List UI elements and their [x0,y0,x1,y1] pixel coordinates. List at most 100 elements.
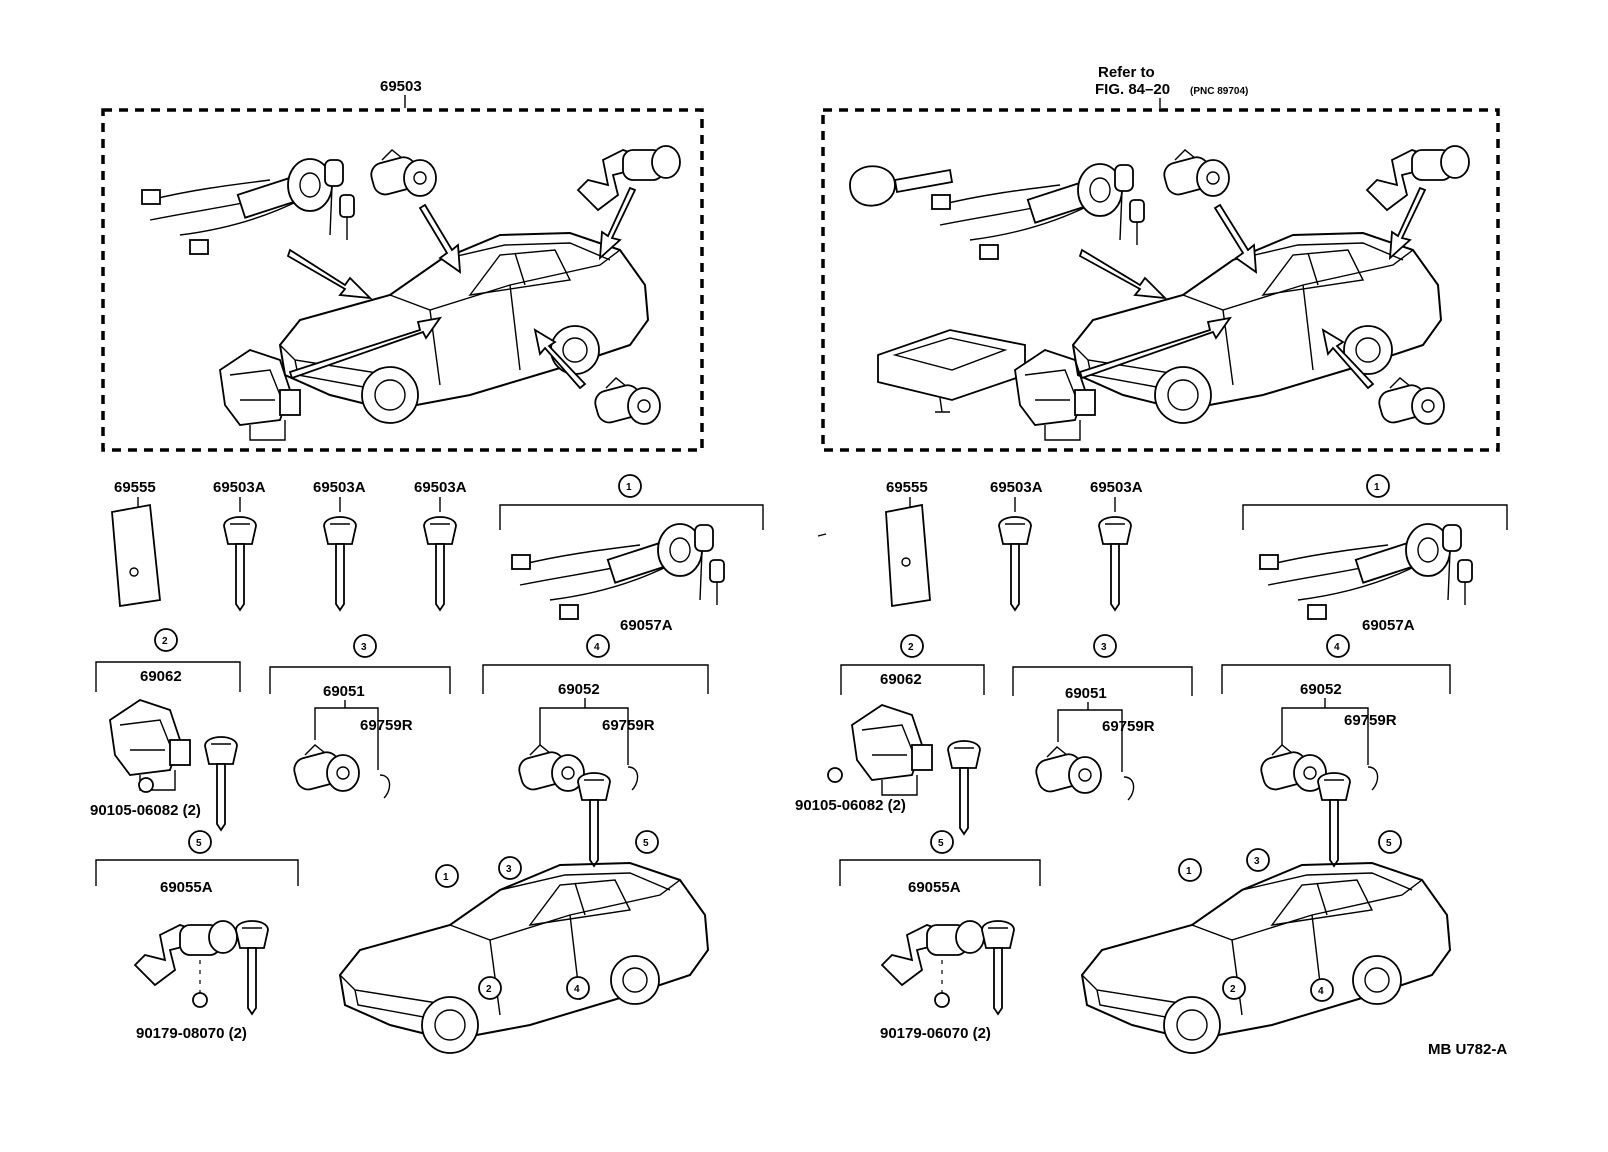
door-lock-illustration [367,149,437,199]
label-69057A-right: 69057A [1362,617,1415,634]
refer-to-label: Refer to [1098,64,1155,81]
door-lock-illustration-2 [1375,377,1445,427]
callout-2-right: 2 [908,642,914,653]
arrow [1321,328,1375,390]
trunk-lock-illustration [881,920,985,986]
glovebox-lock-illustration [1014,349,1096,441]
refer-pnc-label: (PNC 89704) [1190,86,1248,97]
car-callout-5-right: 5 [1386,838,1392,849]
callout-5-right: 5 [938,838,944,849]
glovebox-lock-illustration [109,699,191,791]
key-illustration [1098,516,1132,611]
label-69052-right: 69052 [1300,681,1342,698]
label-69555: 69555 [114,479,156,496]
car-location-illustration [339,862,709,1054]
car-callout-3: 3 [506,864,512,875]
label-69503A-1: 69503A [213,479,266,496]
door-lock-illustration-2 [591,377,661,427]
arrow [286,248,373,300]
door-lock-illustration [515,744,585,794]
arrow [598,186,637,261]
arrow [1388,186,1427,261]
key-plate-illustration [885,503,931,608]
label-69759R-4-right: 69759R [1344,712,1397,729]
label-90105-06082-right: 90105-06082 (2) [795,797,906,814]
ignition-lock-illustration [931,163,1145,260]
arrow [1213,203,1258,274]
key-illustration [577,772,611,867]
kit-boundary-right [821,108,1500,452]
ecu-illustration [877,329,1026,401]
car-illustration [279,232,649,424]
ignition-lock-illustration [511,523,725,620]
label-69503A-2: 69503A [313,479,366,496]
door-lock-illustration [1032,746,1102,796]
label-69062: 69062 [140,668,182,685]
door-lock-illustration [1257,744,1327,794]
callout-2: 2 [162,636,168,647]
key-illustration [947,740,981,835]
label-69759R-3-right: 69759R [1102,718,1155,735]
key-illustration [223,516,257,611]
right-panel: Refer to FIG. 84–20 (PNC 89704) 69555 69… [795,64,1508,1054]
label-90179-06070-right: 90179-06070 (2) [880,1025,991,1042]
car-callout-1: 1 [443,872,449,883]
car-callout-3-right: 3 [1254,856,1260,867]
arrow [418,203,462,274]
car-callout-4-right: 4 [1318,986,1324,997]
arrow [1078,316,1232,380]
callout-3: 3 [361,642,367,653]
label-69055A: 69055A [160,879,213,896]
label-69503A-3: 69503A [414,479,467,496]
car-callout-1-right: 1 [1186,866,1192,877]
label-69051-right: 69051 [1065,685,1107,702]
label-69052: 69052 [558,681,600,698]
key-illustration [323,516,357,611]
callout-1-right: 1 [1374,482,1380,493]
glovebox-lock-illustration [219,349,301,441]
key-illustration [998,516,1032,611]
car-callout-2-right: 2 [1230,984,1236,995]
key-illustration [204,736,238,831]
label-90105-06082: 90105-06082 (2) [90,802,201,819]
door-lock-illustration [290,744,360,794]
label-69759R-4: 69759R [602,717,655,734]
car-location-illustration-right [1081,862,1451,1054]
label-69503: 69503 [380,78,422,95]
ignition-lock-illustration [1259,523,1473,620]
refer-figure-label: FIG. 84–20 [1095,81,1170,98]
callout-3-right: 3 [1101,642,1107,653]
label-69555-right: 69555 [886,479,928,496]
arrow [1078,248,1168,300]
label-69759R-3: 69759R [360,717,413,734]
kit-boundary [101,108,704,452]
ignition-lock-illustration [141,158,355,255]
label-90179-08070: 90179-08070 (2) [136,1025,247,1042]
label-69503A-right-1: 69503A [990,479,1043,496]
label-69503A-right-2: 69503A [1090,479,1143,496]
left-panel: 69503 69555 69503A 69503A 69503A 1 [90,78,764,1054]
label-69055A-right: 69055A [908,879,961,896]
arrow [533,328,587,390]
trunk-lock-illustration [134,920,238,986]
label-69057A: 69057A [620,617,673,634]
car-callout-4: 4 [574,984,580,995]
key-illustration [235,920,269,1015]
label-69051: 69051 [323,683,365,700]
key-illustration [1317,772,1351,867]
callout-4: 4 [594,642,600,653]
glovebox-lock-illustration [851,704,933,796]
callout-5: 5 [196,838,202,849]
label-69062-right: 69062 [880,671,922,688]
key-illustration [423,516,457,611]
key-plate-illustration [111,503,161,608]
callout-1: 1 [626,482,632,493]
key-illustration [981,920,1015,1015]
door-lock-illustration [1160,149,1230,199]
callout-4-right: 4 [1334,642,1340,653]
transponder-key-illustration [849,165,896,207]
figure-code: MB U782-A [1428,1041,1507,1058]
arrow [288,316,442,380]
car-callout-2: 2 [486,984,492,995]
